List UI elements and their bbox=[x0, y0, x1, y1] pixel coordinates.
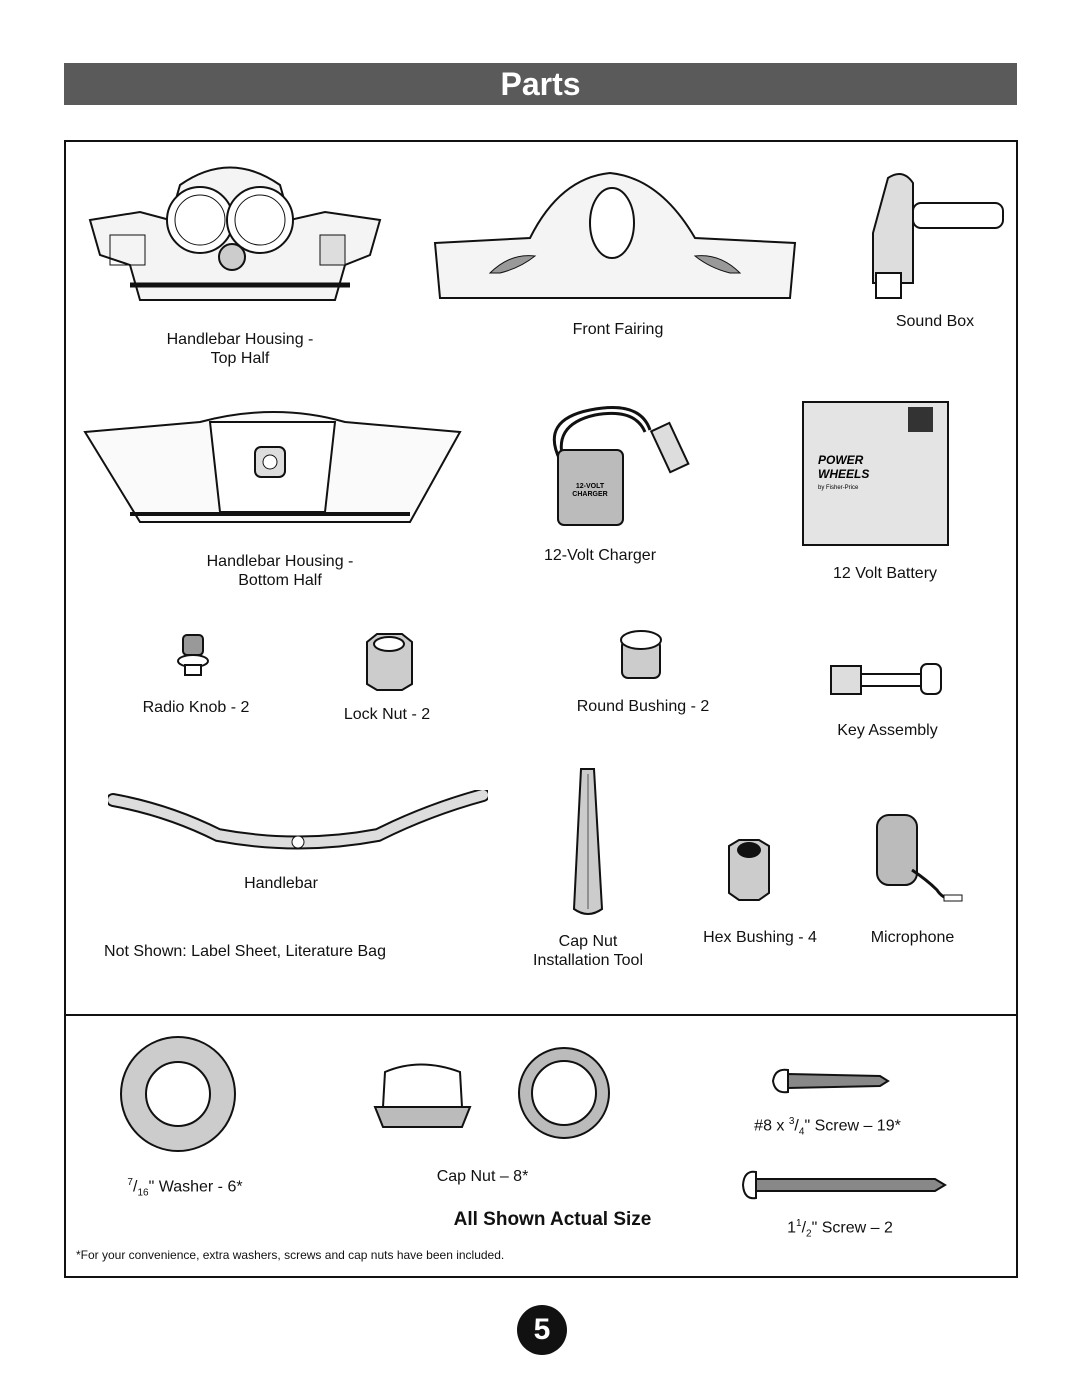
cap-nut-tool-label: Cap Nut Installation Tool bbox=[518, 932, 658, 970]
battery-label: 12 Volt Battery bbox=[832, 565, 938, 582]
sound-box-label: Sound Box bbox=[895, 313, 975, 330]
screw-15-image bbox=[740, 1167, 950, 1203]
sound-box-image bbox=[868, 168, 1008, 303]
label-line: Installation Tool bbox=[533, 952, 643, 969]
label-line: Handlebar Housing - bbox=[166, 331, 314, 348]
radio-knob-image bbox=[173, 633, 213, 678]
battery-logo-line-2: WHEELS bbox=[818, 467, 869, 481]
charger-marking-line-1: 12-VOLT bbox=[576, 483, 605, 490]
label-line: Cap Nut bbox=[558, 933, 618, 950]
front-fairing-label: Front Fairing bbox=[572, 321, 664, 338]
actual-size-panel bbox=[64, 1012, 1018, 1278]
radio-knob-label: Radio Knob - 2 bbox=[142, 699, 250, 716]
screw-15-label: 11/2" Screw – 2 bbox=[787, 1218, 893, 1240]
microphone-image bbox=[872, 810, 967, 910]
handlebar-housing-bottom-label: Handlebar Housing - Bottom Half bbox=[180, 552, 380, 590]
battery-image: POWER WHEELS by Fisher-Price bbox=[798, 392, 953, 547]
actual-size-heading: All Shown Actual Size bbox=[453, 1209, 652, 1230]
page-title: Parts bbox=[64, 63, 1017, 105]
fraction-numerator: 1 bbox=[796, 1218, 802, 1229]
washer-image bbox=[118, 1034, 238, 1154]
fraction-denominator: 2 bbox=[806, 1228, 812, 1240]
footnote: *For your convenience, extra washers, sc… bbox=[76, 1248, 505, 1262]
charger-label: 12-Volt Charger bbox=[543, 547, 657, 564]
handlebar-housing-top-label: Handlebar Housing - Top Half bbox=[150, 330, 330, 368]
screw-8-label: #8 x 3/4" Screw – 19* bbox=[754, 1116, 901, 1138]
screw-prefix: 1 bbox=[787, 1219, 797, 1237]
not-shown-note: Not Shown: Label Sheet, Literature Bag bbox=[104, 943, 386, 960]
key-assembly-image bbox=[826, 658, 946, 703]
parts-panel bbox=[64, 140, 1018, 1016]
cap-nut-side-image bbox=[370, 1052, 475, 1132]
round-bushing-label: Round Bushing - 2 bbox=[576, 698, 710, 715]
screw-prefix: #8 x bbox=[754, 1117, 789, 1135]
cap-nut-tool-image bbox=[566, 764, 611, 919]
lock-nut-image bbox=[362, 632, 417, 692]
screw-8-image bbox=[770, 1066, 890, 1096]
fraction-numerator: 7 bbox=[127, 1177, 133, 1188]
charger-marking-line-2: CHARGER bbox=[572, 491, 607, 498]
hex-bushing-image bbox=[724, 838, 774, 903]
battery-logo-line-3: by Fisher-Price bbox=[818, 485, 859, 491]
handlebar-housing-top-image bbox=[80, 160, 390, 320]
microphone-label: Microphone bbox=[870, 929, 955, 946]
fraction-numerator: 3 bbox=[788, 1116, 795, 1127]
label-line: Handlebar Housing - bbox=[206, 553, 354, 570]
hex-bushing-label: Hex Bushing - 4 bbox=[703, 929, 817, 946]
washer-text: " Washer - 6* bbox=[148, 1178, 243, 1196]
handlebar-image bbox=[108, 790, 488, 855]
cap-nut-label: Cap Nut – 8* bbox=[436, 1168, 529, 1185]
fraction-denominator: 4 bbox=[798, 1126, 805, 1138]
handlebar-housing-bottom-image bbox=[80, 402, 465, 532]
front-fairing-image bbox=[430, 168, 800, 303]
battery-logo-line-1: POWER bbox=[818, 453, 864, 467]
screw-text: " Screw – 19* bbox=[804, 1117, 901, 1135]
screw-text: " Screw – 2 bbox=[811, 1219, 893, 1237]
lock-nut-label: Lock Nut - 2 bbox=[343, 706, 431, 723]
charger-image: 12-VOLT CHARGER bbox=[530, 400, 710, 530]
cap-nut-top-image bbox=[517, 1046, 612, 1141]
label-line: Top Half bbox=[210, 350, 270, 367]
fraction-denominator: 16 bbox=[137, 1187, 149, 1199]
washer-label: 7/16" Washer - 6* bbox=[127, 1177, 243, 1199]
key-assembly-label: Key Assembly bbox=[837, 722, 938, 739]
handlebar-label: Handlebar bbox=[244, 875, 318, 892]
label-line: Bottom Half bbox=[238, 572, 322, 589]
page-number: 5 bbox=[517, 1305, 567, 1355]
round-bushing-image bbox=[614, 628, 669, 683]
